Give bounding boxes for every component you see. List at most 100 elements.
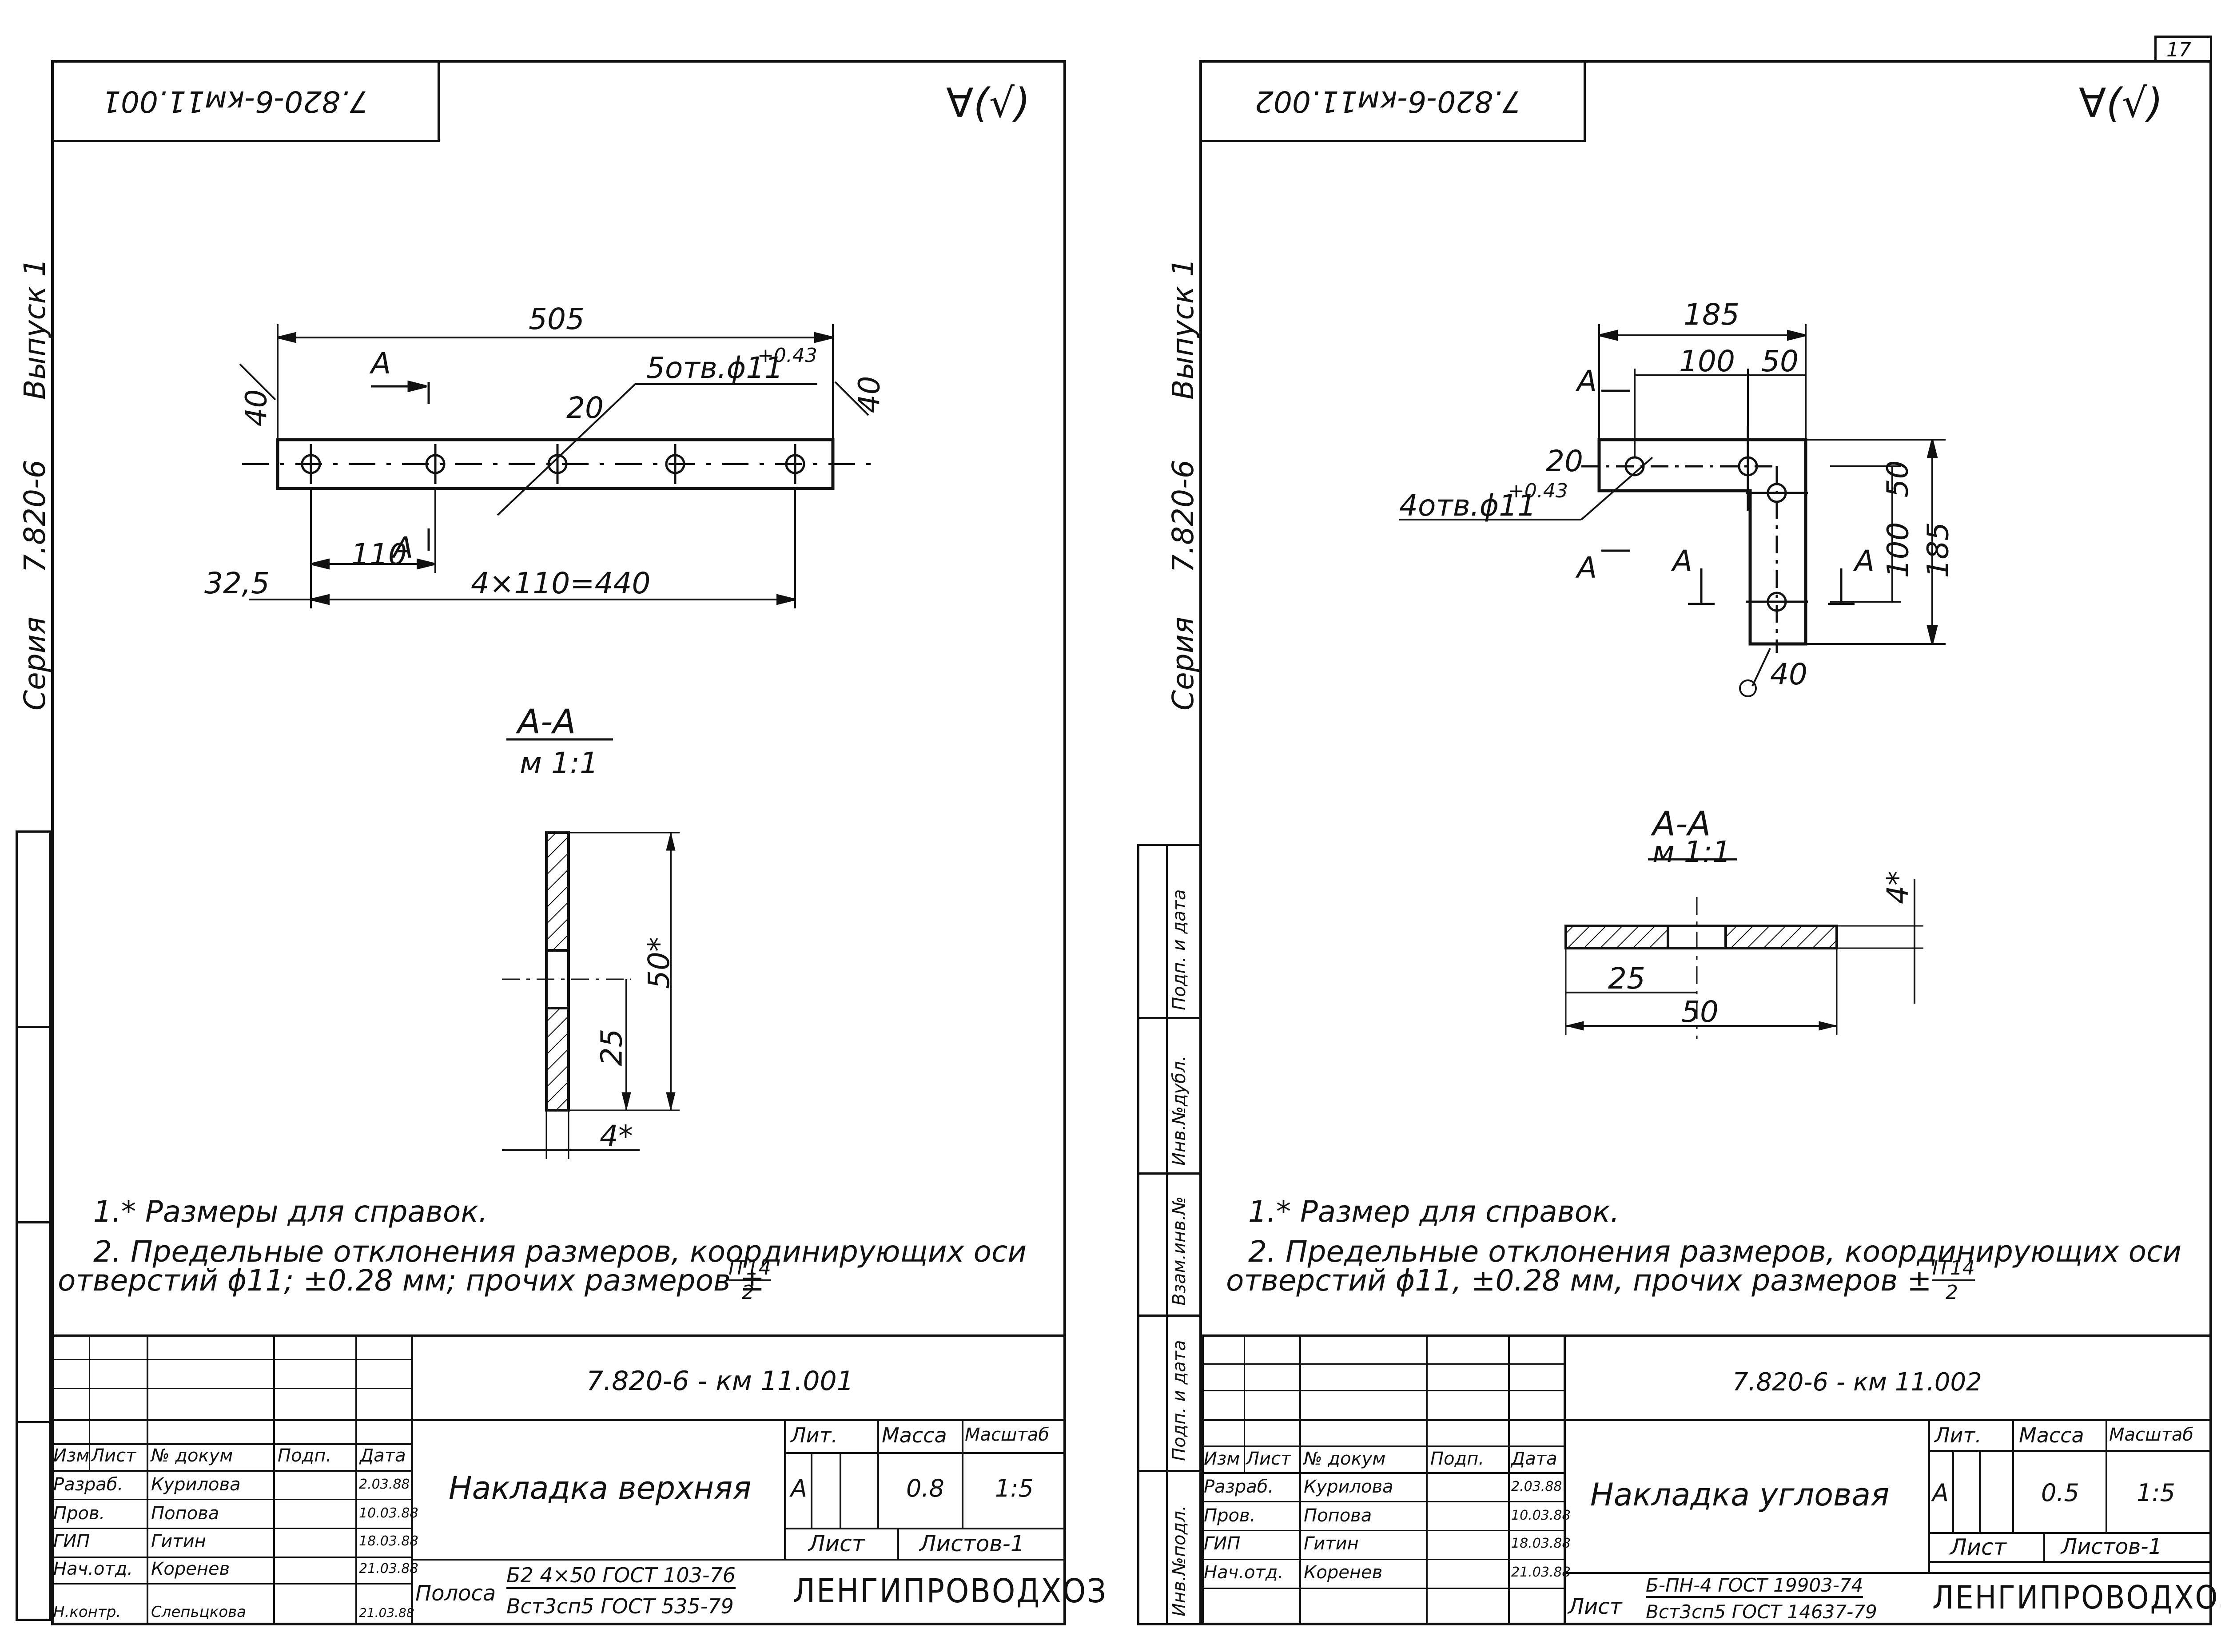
right-person-3: Гитин [1304,1533,1359,1554]
dim-505 [277,324,834,440]
right-section-thick: 4* [1881,871,1915,904]
left-mass-label: Масса [882,1423,947,1447]
right-rotated-code: 7.820-6-км11.002 [1255,84,1521,119]
left-section-h25: 25 [594,1029,629,1066]
left-person-4: Коренев [151,1559,230,1579]
right-note-1: 1.* Размер для справок. [1248,1195,1620,1229]
left-dim-width-right: 40 [852,376,887,413]
right-h-podp: Подп. [1430,1449,1485,1469]
left-person-3: Гитин [151,1531,206,1552]
left-section-h50: 50* [641,937,676,989]
right-material-prefix: Лист [1568,1594,1622,1619]
right-stamp-inv-podl: Инв.№подл. [1169,1505,1190,1616]
left-mass-value: 0.8 [906,1474,944,1502]
left-date-5: 21.03.88 [359,1605,414,1620]
right-h-ndoc: № докум [1304,1449,1386,1469]
left-title-block [51,1334,1066,1625]
right-date-2: 10.03.88 [1511,1508,1571,1523]
left-role-1: Разраб. [53,1474,123,1495]
right-section-view [1564,858,1923,1039]
right-stamp-vzam: Взам.инв.№ [1169,1196,1190,1306]
left-holes-tolerance: +0.43 [757,344,817,367]
right-section-d25: 25 [1608,961,1645,996]
left-h-data: Дата [360,1446,406,1466]
right-doc-code: 7.820-6 - км 11.002 [1732,1368,1982,1397]
left-h-ndoc: № докум [151,1446,233,1466]
left-holes-spec: 5отв.ϕ11 [646,351,784,385]
right-date-1: 2.03.88 [1511,1479,1562,1494]
left-scale-value: 1:5 [995,1474,1034,1502]
left-holes [301,444,805,484]
right-note-div2: 2 [1946,1281,1958,1304]
right-dim-50: 50 [1761,344,1799,378]
right-stamp-podp-data-1: Подп. и дата [1169,1340,1190,1461]
right-person-4: Коренев [1304,1562,1383,1583]
right-section-mark-4: А [1855,544,1875,578]
page-number: 17 [2166,39,2191,61]
left-date-3: 18.03.88 [359,1533,418,1549]
left-person-1: Курилова [151,1474,241,1495]
left-org-name: ЛЕНГИПРОВОДХОЗ [793,1572,1107,1610]
left-note-3: отверстий ϕ11; ±0.28 мм; прочих размеров… [58,1263,765,1298]
right-section-scale: м 1:1 [1652,835,1731,869]
left-section-thick: 4* [600,1119,633,1153]
left-date-4: 21.03.88 [359,1561,418,1577]
right-material-top: Б-ПН-4 ГОСТ 19903-74 [1646,1574,1863,1598]
right-top-dims [1598,324,1807,457]
left-dim-hole-edge: 20 [566,391,604,425]
left-date-2: 10.03.88 [359,1505,418,1521]
right-holes-spec: 4отв.ϕ11 [1399,488,1536,523]
left-note-2: 2. Предельные отклонения размеров, коорд… [93,1235,1027,1269]
right-note-2: 2. Предельные отклонения размеров, коорд… [1248,1235,2182,1269]
right-side-dims [1806,439,1946,645]
left-roughness-mark: ∀(√) [946,80,1031,127]
right-series-value: 7.820-6 [1166,460,1200,573]
right-lit-label: Лит. [1934,1423,1982,1447]
right-dim-v185: 185 [1921,522,1955,578]
left-section-mark-top: А [371,346,391,381]
left-lit-label: Лит. [791,1423,838,1447]
right-series-label: Серия [1166,616,1200,711]
left-section-view [502,738,680,1159]
right-section-mark-3: А [1672,544,1693,578]
right-sheets-label: Листов-1 [2061,1534,2162,1559]
right-dim-width: 40 [1770,657,1807,691]
left-part-name: Накладка верхняя [449,1470,752,1506]
left-scale-label: Масштаб [965,1425,1050,1445]
right-role-4: Нач.отд. [1204,1562,1284,1583]
right-dim-185: 185 [1684,298,1739,332]
left-person-2: Попова [151,1503,219,1524]
right-title-block [1202,1334,2212,1625]
right-scale-label: Масштаб [2109,1425,2194,1445]
right-part-name: Накладка угловая [1590,1477,1890,1513]
left-h-podp: Подп. [278,1446,332,1466]
right-lit-value: А [1932,1479,1949,1507]
dim-440 [249,488,796,608]
left-role-3: ГИП [53,1531,90,1552]
right-material-bottom: Вст3сп5 ГОСТ 14637-79 [1646,1601,1877,1623]
right-note-3: отверстий ϕ11, ±0.28 мм, прочих размеров… [1226,1263,1932,1298]
right-role-1: Разраб. [1204,1477,1274,1497]
holes-leader [497,383,636,516]
right-h-data: Дата [1511,1449,1557,1469]
right-dim-v100: 100 [1881,522,1915,578]
left-date-1: 2.03.88 [359,1477,410,1492]
right-side-stamp-strip [1137,844,1202,1625]
right-section-marks [1601,389,1855,605]
left-section-title: А-А [517,702,576,741]
left-dim-total: 505 [529,302,585,336]
left-material-bottom: Вст3сп5 ГОСТ 535-79 [506,1594,734,1618]
right-section-mark-1: А [1577,364,1597,398]
left-dim-offset: 32,5 [204,566,270,600]
left-dim-chain: 4×110=440 [471,566,651,600]
right-holes-tolerance: +0.43 [1508,480,1568,502]
right-date-3: 18.03.88 [1511,1536,1571,1551]
right-rotated-code-stamp: 7.820-6-км11.002 [1199,60,1586,142]
right-section-title: А-А [1652,804,1711,843]
right-dim-v50: 50 [1880,460,1915,498]
left-plate [239,324,871,1159]
right-h-izm: Изм [1204,1449,1240,1469]
right-person-2: Попова [1304,1505,1372,1526]
right-dim-100: 100 [1679,344,1735,378]
